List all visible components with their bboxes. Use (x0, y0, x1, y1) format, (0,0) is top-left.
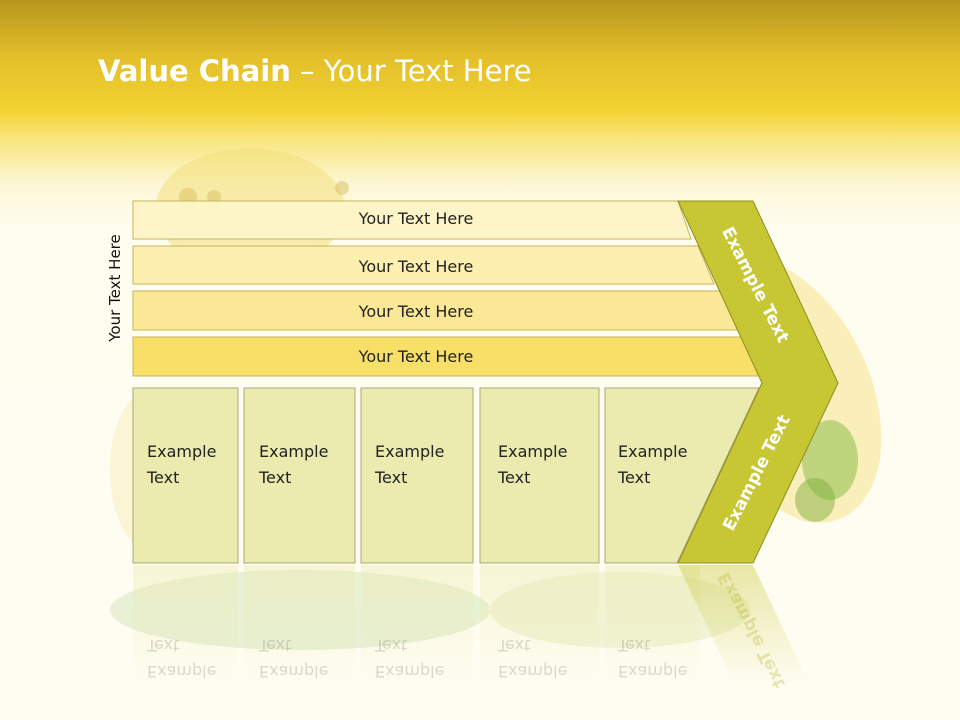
cell-reflection-2 (244, 565, 355, 685)
cell-5-line2: Text (618, 468, 651, 487)
band-label-1: Your Text Here (358, 209, 474, 228)
cell-reflection-1 (133, 565, 238, 685)
cell-5-line1: Example (618, 442, 688, 461)
primary-cell-1 (132, 387, 239, 564)
primary-cell-2 (243, 387, 356, 564)
cell-reflection-3 (361, 565, 473, 685)
band-label-2: Your Text Here (358, 257, 474, 276)
cell-reflection-5 (605, 565, 700, 685)
cell-2-line2: Text (259, 468, 292, 487)
cell-1-line2: Text (147, 468, 180, 487)
primary-cell-3 (360, 387, 474, 564)
cell-4-line1: Example (498, 442, 568, 461)
cell-4-line2: Text (498, 468, 531, 487)
cell-3-line1: Example (375, 442, 445, 461)
cell-3-line2: Text (375, 468, 408, 487)
cell-2-line1: Example (259, 442, 329, 461)
primary-cell-5 (604, 387, 760, 564)
margin-chevron (677, 200, 839, 564)
band-label-4: Your Text Here (358, 347, 474, 366)
chevron-reflection (678, 565, 810, 685)
title-rest: – Your Text Here (290, 54, 532, 88)
slide-title: Value Chain – Your Text Here (98, 54, 532, 88)
band-label-3: Your Text Here (358, 302, 474, 321)
cell-reflection-4 (480, 565, 599, 685)
title-bold: Value Chain (98, 54, 291, 88)
cell-1-line1: Example (147, 442, 217, 461)
side-label: Your Text Here (106, 234, 124, 342)
primary-cell-4 (479, 387, 600, 564)
support-band-2 (132, 245, 715, 285)
support-band-1 (132, 200, 692, 240)
